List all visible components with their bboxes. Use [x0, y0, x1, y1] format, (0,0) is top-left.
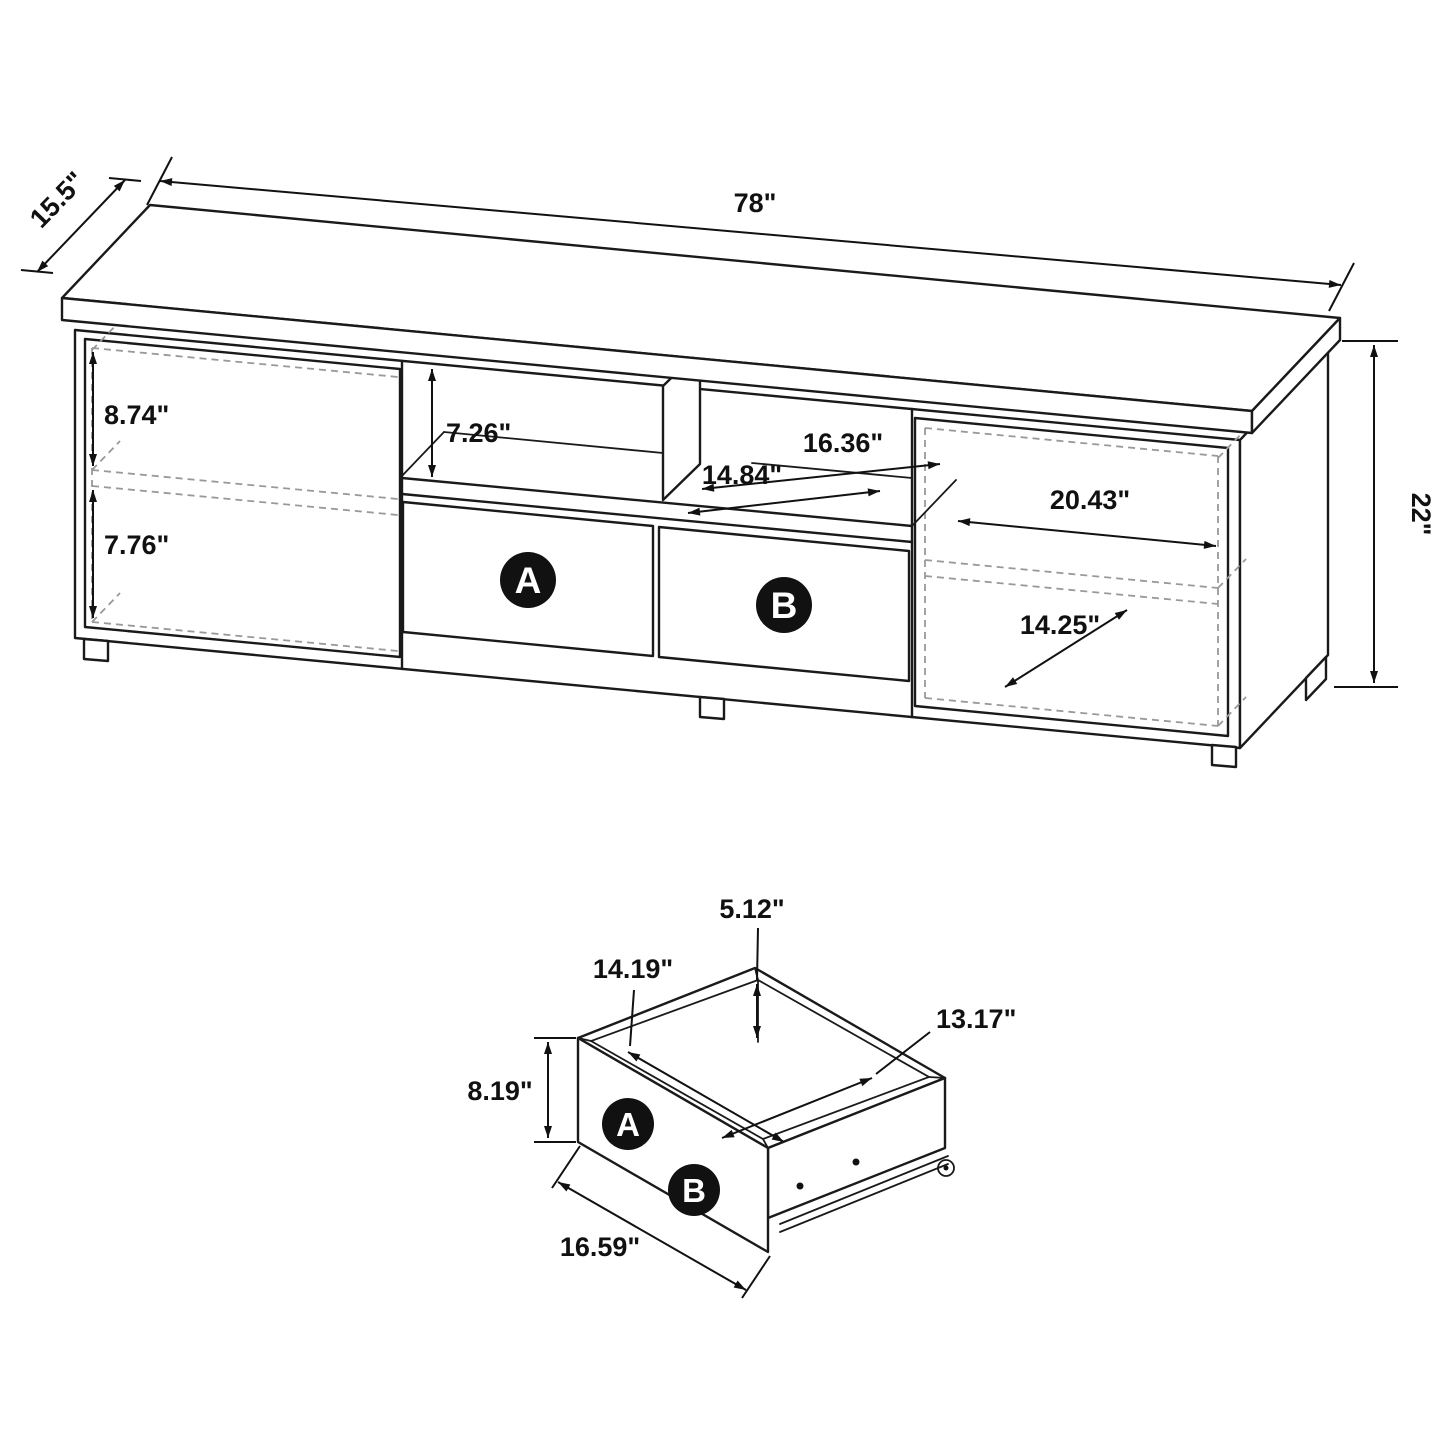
leader-line	[875, 1031, 931, 1075]
drawer-b-letter: B	[682, 1172, 706, 1209]
dim-cubby-back-width-16-36: 16.36"	[701, 428, 941, 492]
drawer-b-badge: B	[756, 577, 812, 633]
dim-right-width-20-43: 20.43"	[957, 485, 1217, 549]
hidden-bottom-edge	[91, 621, 399, 652]
dim-interior-depth-label: 13.17"	[936, 1004, 1016, 1034]
dim-left-upper-8-74: 8.74"	[89, 352, 169, 466]
dim-height-22: 22"	[1334, 340, 1436, 688]
drawer-a-badge-detail: A	[602, 1098, 654, 1150]
hidden-top-edge	[924, 427, 1219, 457]
dimension-arrow	[1004, 609, 1128, 688]
drawer-b-letter: B	[771, 585, 798, 626]
screw-hole	[852, 1158, 860, 1166]
dim-cubby-front-width-14-84: 14.84"	[687, 460, 881, 516]
hidden-depth-diagonal	[1217, 428, 1247, 459]
drawer-detail-view: A B 5.12" 14.19" 13.17" 8.19"	[467, 894, 1016, 1299]
dim-height-label: 22"	[1406, 493, 1436, 536]
console-foot	[1210, 743, 1238, 769]
dim-left-lower-7-76: 7.76"	[89, 490, 169, 618]
dim-depth-label: 15.5"	[24, 166, 91, 234]
drawer-a-letter: A	[515, 560, 542, 601]
rail-top-edge	[779, 1155, 949, 1225]
right-cabinet-hidden-shelf	[924, 427, 1247, 727]
dimension-arrow	[957, 518, 1217, 549]
dim-left-upper-label: 8.74"	[104, 400, 169, 430]
dim-right-depth-14-25: 14.25"	[1004, 609, 1128, 688]
leader-line	[756, 927, 759, 981]
dimension-arrow	[687, 488, 881, 516]
hidden-depth-diagonal	[1217, 558, 1247, 589]
dim-cubby-height-7-26: 7.26"	[428, 369, 511, 477]
drawer-slide-rail	[779, 1155, 955, 1233]
dim-front-height-label: 8.19"	[467, 1076, 532, 1106]
hidden-depth-diagonal	[1217, 696, 1247, 727]
rail-wheel-axle	[943, 1165, 949, 1171]
dim-drawer-front-width-16-59: 16.59"	[551, 1145, 771, 1299]
console-foot	[698, 695, 726, 721]
cubby1-corner-diagonal	[399, 431, 445, 479]
shelf-rail-top-edge	[400, 476, 914, 528]
dim-drawer-interior-depth-13-17: 13.17"	[721, 1004, 1016, 1139]
rail-bottom-edge	[779, 1163, 949, 1233]
dim-cubby-front-width-label: 14.84"	[702, 460, 782, 490]
dim-left-lower-label: 7.76"	[104, 530, 169, 560]
drawer-front-panel	[576, 1036, 770, 1254]
console-top-side-edge	[1250, 316, 1342, 435]
drawer-b-badge-detail: B	[668, 1164, 720, 1216]
dimension-arrow	[159, 178, 1342, 288]
dimension-arrow	[36, 179, 126, 273]
tv-console-elevation: A B 78" 15.5" 22" 8.74"	[20, 156, 1436, 769]
dim-drawer-front-height-8-19: 8.19"	[467, 1037, 576, 1143]
hidden-shelf-bottom	[91, 485, 399, 516]
dimension-arrow	[721, 1077, 873, 1139]
leader-line	[629, 989, 635, 1047]
dim-interior-width-label: 14.19"	[593, 954, 673, 984]
right-cabinet-door	[913, 416, 1230, 738]
hidden-shelf-bottom	[924, 575, 1219, 605]
left-cabinet-door	[83, 337, 402, 659]
dim-front-width-label: 16.59"	[560, 1232, 640, 1262]
extension-tick	[1328, 262, 1355, 312]
console-foot	[1304, 655, 1328, 702]
drawer-a-badge: A	[500, 552, 556, 608]
dim-width-label: 78"	[734, 188, 777, 218]
screw-hole	[796, 1182, 804, 1190]
extension-tick	[146, 156, 173, 206]
dim-right-width-label: 20.43"	[1050, 485, 1130, 515]
dim-cubby-back-width-label: 16.36"	[803, 428, 883, 458]
dimension-arrow	[701, 461, 941, 492]
cubby1-floor-back-edge	[443, 431, 664, 454]
dim-right-depth-label: 14.25"	[1020, 610, 1100, 640]
cubby2-corner-diagonal	[911, 479, 957, 527]
dim-width-78: 78"	[146, 156, 1355, 312]
dim-cubby-height-label: 7.26"	[446, 418, 511, 448]
drawer-a-letter: A	[616, 1106, 640, 1143]
extension-tick	[108, 177, 142, 182]
rail-wheel	[937, 1159, 955, 1177]
shelf-rail-bottom-edge	[400, 492, 914, 544]
dimension-arrow	[557, 1181, 747, 1291]
badge-circle	[500, 552, 556, 608]
dim-interior-height-label: 5.12"	[719, 894, 784, 924]
hidden-shelf-front	[91, 469, 399, 500]
hidden-top-edge	[91, 347, 399, 378]
badge-circle	[756, 577, 812, 633]
extension-tick	[551, 1145, 581, 1189]
hidden-depth-diagonal	[91, 320, 121, 351]
dim-drawer-interior-height-5-12: 5.12"	[719, 894, 785, 1038]
hidden-bottom-edge	[924, 697, 1219, 727]
console-feet	[82, 637, 1328, 769]
extension-tick	[741, 1255, 771, 1299]
console-foot	[82, 637, 110, 663]
drawer-side-wall	[766, 1076, 947, 1220]
hidden-shelf-front	[924, 559, 1219, 589]
